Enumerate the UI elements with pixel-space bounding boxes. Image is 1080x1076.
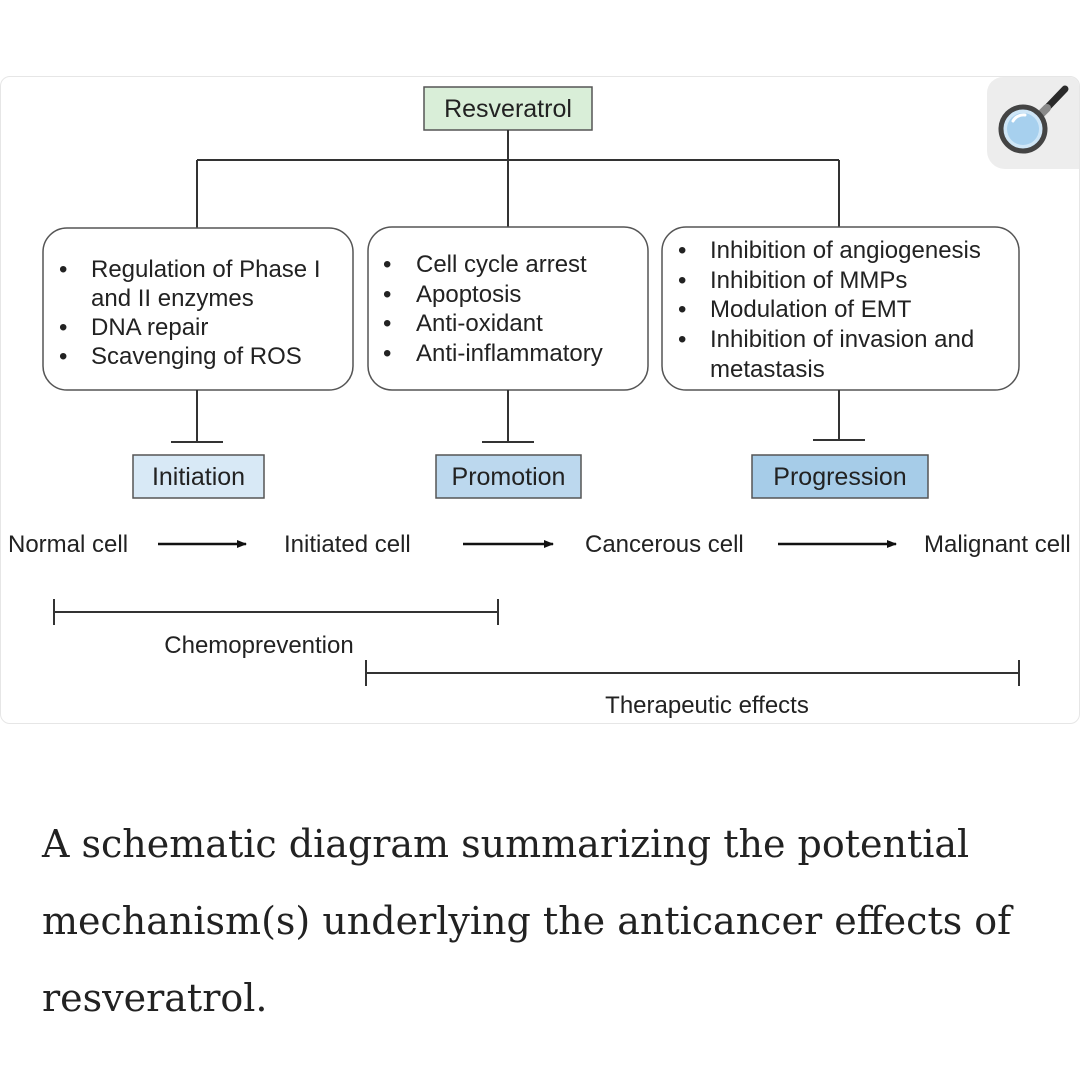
cell-label: Normal cell bbox=[8, 531, 128, 558]
bullet-symbol: • bbox=[678, 267, 686, 294]
range-label: Chemoprevention bbox=[164, 632, 353, 659]
stage-label: Initiation bbox=[152, 463, 245, 491]
mechanism-item: Scavenging of ROS bbox=[91, 343, 302, 370]
cell-label: Malignant cell bbox=[924, 531, 1071, 558]
cell-label: Cancerous cell bbox=[585, 531, 744, 558]
stage-promotion: Promotion bbox=[435, 454, 582, 499]
mechanism-item-continuation: and II enzymes bbox=[91, 285, 254, 312]
bullet-symbol: • bbox=[678, 326, 686, 353]
mechanism-item: Anti-inflammatory bbox=[416, 340, 603, 367]
inhibition-connectors bbox=[171, 390, 865, 443]
bullet-symbol: • bbox=[383, 340, 391, 367]
mechanism-box-promotion: • Cell cycle arrest • Apoptosis • Anti-o… bbox=[367, 226, 649, 391]
bullet-symbol: • bbox=[678, 296, 686, 323]
mechanism-item: Inhibition of MMPs bbox=[710, 267, 907, 294]
mechanism-item: Regulation of Phase I bbox=[91, 256, 321, 283]
range-label: Therapeutic effects bbox=[605, 692, 809, 719]
bullet-symbol: • bbox=[59, 343, 67, 370]
root-label: Resveratrol bbox=[444, 95, 572, 123]
mechanism-item: Cell cycle arrest bbox=[416, 251, 587, 278]
root-connectors bbox=[196, 130, 840, 228]
bullet-symbol: • bbox=[59, 314, 67, 341]
bullet-symbol: • bbox=[383, 251, 391, 278]
mechanism-item: Inhibition of invasion and bbox=[710, 326, 974, 353]
mechanism-item: Apoptosis bbox=[416, 281, 521, 308]
stage-initiation: Initiation bbox=[132, 454, 265, 499]
figure-card: Resveratrol • Regulation of Phase I and … bbox=[0, 76, 1080, 724]
mechanism-item: Modulation of EMT bbox=[710, 296, 912, 323]
mechanism-item: DNA repair bbox=[91, 314, 208, 341]
figure-caption: A schematic diagram summarizing the pote… bbox=[42, 822, 1012, 1020]
mechanism-item: Anti-oxidant bbox=[416, 310, 543, 337]
cell-progression: Normal cell Initiated cell Cancerous cel… bbox=[8, 531, 1071, 558]
mechanism-box-progression: • Inhibition of angiogenesis • Inhibitio… bbox=[661, 226, 1020, 391]
bullet-symbol: • bbox=[678, 237, 686, 264]
chemoprevention-range: Chemoprevention bbox=[53, 599, 499, 659]
mechanism-item-continuation: metastasis bbox=[710, 356, 825, 383]
mechanism-item: Inhibition of angiogenesis bbox=[710, 237, 981, 264]
magnifier-icon[interactable] bbox=[987, 77, 1079, 169]
cell-label: Initiated cell bbox=[284, 531, 411, 558]
stage-progression: Progression bbox=[751, 454, 929, 499]
bullet-symbol: • bbox=[59, 256, 67, 283]
bullet-symbol: • bbox=[383, 281, 391, 308]
diagram: Resveratrol • Regulation of Phase I and … bbox=[8, 86, 1071, 719]
stage-label: Progression bbox=[773, 463, 906, 491]
root-box bbox=[423, 86, 593, 131]
therapeutic-effects-range: Therapeutic effects bbox=[365, 660, 1020, 719]
bullet-symbol: • bbox=[383, 310, 391, 337]
mechanism-box-initiation: • Regulation of Phase I and II enzymes •… bbox=[42, 227, 354, 391]
stage-label: Promotion bbox=[452, 463, 566, 491]
